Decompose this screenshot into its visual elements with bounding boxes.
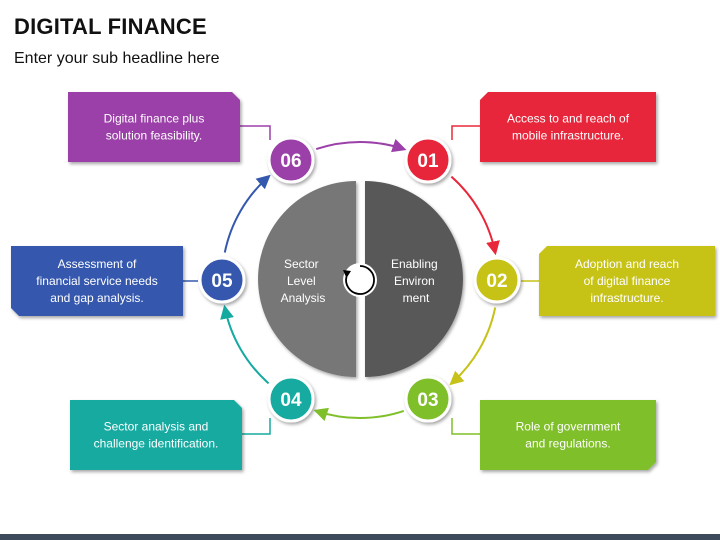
center-left-half <box>258 181 356 377</box>
step-text-line: mobile infrastructure. <box>512 129 624 143</box>
center-left-line-1: Sector <box>284 257 319 271</box>
cycle-arrow-05 <box>223 174 271 253</box>
step-node-02 <box>473 256 521 304</box>
center-right-line-3: ment <box>403 291 430 305</box>
step-text-line: Role of government <box>516 420 621 434</box>
connector-line-01 <box>451 125 480 140</box>
center-right-line-2: Environ <box>394 274 435 288</box>
step-number-06: 06 <box>280 151 301 172</box>
cycle-arrow-01 <box>450 175 500 256</box>
cycle-arrow-04 <box>220 304 270 385</box>
step-text-02: Adoption and reach of digital finance infr… <box>575 257 679 305</box>
step-text-line: Assessment of <box>58 257 137 271</box>
step-box-03 <box>480 400 656 470</box>
cycle-arrow-03 <box>313 407 405 422</box>
step-node-05 <box>198 256 246 304</box>
cycle-arrow-06 <box>315 138 407 153</box>
step-number-03: 03 <box>417 390 438 411</box>
center-right-half <box>365 181 463 377</box>
center-left-line-3: Analysis <box>281 291 326 305</box>
step-text-06: Digital finance plus solution feasibility… <box>104 112 205 143</box>
step-text-line: Access to and reach of <box>507 112 630 126</box>
connector-line-06 <box>240 125 271 140</box>
page-title: DIGITAL FINANCE <box>14 14 207 39</box>
step-text-line: Digital finance plus <box>104 112 205 126</box>
center-left-label: Sector Level Analysis <box>281 257 326 305</box>
cycle-arrow-02 <box>449 307 497 386</box>
step-text-line: Sector analysis and <box>104 420 209 434</box>
step-text-line: and regulations. <box>525 437 610 451</box>
step-box-01 <box>480 92 656 162</box>
connector-line-04 <box>242 418 271 435</box>
step-text-04: Sector analysis and challenge identificat… <box>94 420 219 451</box>
step-box-04 <box>70 400 242 470</box>
step-text-line: solution feasibility. <box>106 129 203 143</box>
step-text-01: Access to and reach of mobile infrastruct… <box>507 112 630 143</box>
step-text-05: Assessment of financial service needs and … <box>36 257 157 305</box>
step-text-line: challenge identification. <box>94 437 219 451</box>
cycle-refresh-icon <box>343 263 377 297</box>
step-number-04: 04 <box>280 390 302 411</box>
step-box-02 <box>539 246 715 316</box>
step-node-04 <box>267 375 315 423</box>
step-box-05 <box>11 246 183 316</box>
step-text-line: Adoption and reach <box>575 257 679 271</box>
step-text-line: financial service needs <box>36 274 157 288</box>
step-text-03: Role of government and regulations. <box>516 420 621 451</box>
page-subtitle: Enter your sub headline here <box>14 50 220 67</box>
step-number-02: 02 <box>486 271 507 292</box>
step-number-05: 05 <box>211 271 233 292</box>
step-node-03 <box>404 375 452 423</box>
step-text-line: infrastructure. <box>590 291 663 305</box>
center-right-line-1: Enabling <box>391 257 438 271</box>
connector-line-03 <box>451 418 480 435</box>
center-left-line-2: Level <box>287 274 316 288</box>
bottom-bar <box>0 534 720 540</box>
step-box-06 <box>68 92 240 162</box>
step-node-06 <box>267 136 315 184</box>
step-text-line: of digital finance <box>584 274 671 288</box>
step-number-01: 01 <box>417 151 439 172</box>
step-text-line: and gap analysis. <box>50 291 143 305</box>
center-right-label: Enabling Environ ment <box>391 257 441 305</box>
step-node-01 <box>404 136 452 184</box>
